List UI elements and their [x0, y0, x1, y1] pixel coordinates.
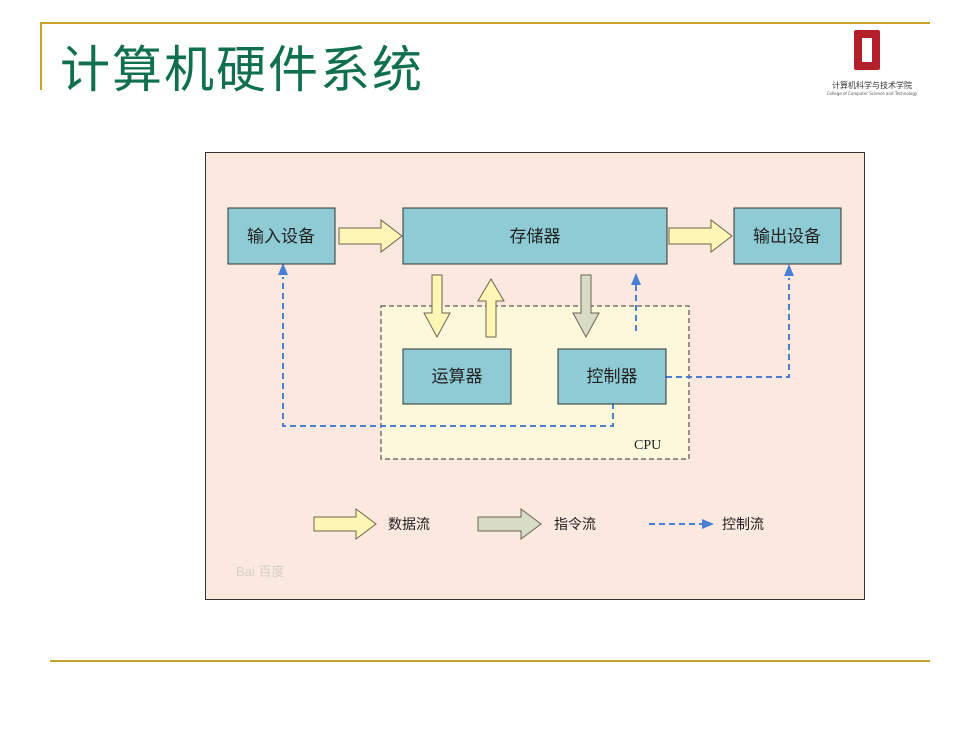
legend-data-flow-label: 数据流 [388, 517, 430, 533]
controller-box [557, 348, 667, 405]
cpu-label: CPU [634, 438, 661, 453]
memory-box [402, 207, 668, 265]
arrowhead-input [278, 263, 288, 275]
hardware-diagram: CPU 输入设备 存储器 输出设备 运算器 控制器 [205, 152, 865, 600]
instruction-arrows [477, 274, 600, 540]
legend-control-flow-label: 控制流 [722, 517, 764, 533]
arrowhead-memory [631, 273, 641, 285]
legend-instruction-flow-label: 指令流 [554, 517, 596, 533]
controller-label: 控制器 [587, 367, 638, 387]
diagram-canvas: CPU 输入设备 存储器 输出设备 运算器 控制器 [227, 207, 842, 579]
control-arrowheads [278, 263, 794, 285]
top-rule [40, 22, 930, 24]
input-device-box [227, 207, 336, 265]
page-title: 计算机硬件系统 [60, 41, 424, 99]
watermark: Bai 百度 [236, 564, 284, 579]
output-device-box [733, 207, 842, 265]
data-arrow-alu-to-memory [477, 278, 505, 338]
alu-box [402, 348, 512, 405]
instruction-arrow-memory-to-controller [572, 274, 600, 339]
legend-control-arrowhead [702, 519, 714, 529]
control-line-to-output [666, 278, 790, 378]
control-line-to-input [282, 277, 614, 427]
legend-data-arrow [313, 508, 377, 540]
left-rule [40, 22, 42, 90]
data-arrow-memory-to-alu [423, 274, 451, 339]
legend-instruction-arrow [477, 508, 542, 540]
alu-label: 运算器 [432, 367, 483, 387]
logo-subtext: College of Computer Science and Technolo… [826, 91, 918, 96]
bottom-rule [50, 660, 930, 662]
logo-mark-icon [854, 30, 880, 70]
college-logo: 计算机科学与技术学院 College of Computer Science a… [812, 28, 932, 103]
data-arrow-input-to-memory [338, 218, 403, 254]
logo-text: 计算机科学与技术学院 [832, 81, 912, 90]
data-arrows [313, 218, 733, 540]
control-lines [282, 277, 790, 427]
data-arrow-memory-to-output [668, 218, 733, 254]
memory-label: 存储器 [510, 227, 561, 247]
arrowhead-output [784, 264, 794, 276]
input-device-label: 输入设备 [247, 227, 315, 247]
output-device-label: 输出设备 [753, 227, 821, 247]
